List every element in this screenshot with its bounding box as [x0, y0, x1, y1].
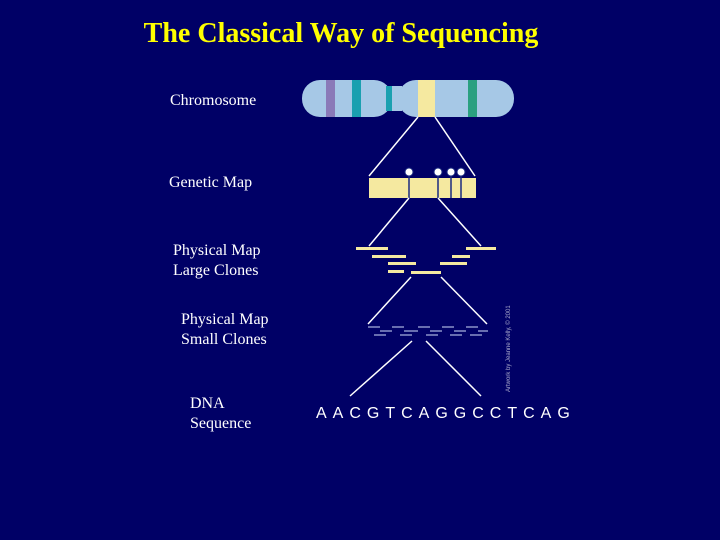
small-clones: [368, 326, 488, 336]
clone: [372, 255, 406, 258]
chromosome-right-arm: [398, 80, 514, 117]
page-title: The Classical Way of Sequencing: [143, 18, 539, 49]
clone: [388, 270, 404, 273]
dna-sequence-label: DNA Sequence: [190, 395, 252, 432]
clone: [411, 271, 441, 274]
marker-head: [404, 167, 414, 177]
chromosome-label: Chromosome: [170, 92, 257, 109]
zoom-line: [437, 197, 482, 247]
band-green: [468, 80, 477, 117]
zoom-line: [349, 340, 413, 397]
band-yellow: [418, 80, 435, 117]
large-clones: [356, 247, 496, 274]
zoom-line: [440, 276, 488, 325]
band-teal-centromere: [386, 86, 392, 111]
zoom-line: [367, 276, 412, 325]
band-teal: [352, 80, 361, 117]
clone: [440, 262, 467, 265]
clone: [452, 255, 470, 258]
chromosome-left-arm: [302, 80, 392, 117]
dna-sequence: AACGTCAGGCCTCAG: [316, 405, 576, 422]
band-purple: [326, 80, 335, 117]
clone: [356, 247, 388, 250]
clone: [466, 247, 496, 250]
zoom-line: [368, 197, 410, 247]
physical-map-large-label: Physical Map Large Clones: [173, 242, 261, 279]
genetic-map: [369, 167, 476, 198]
clone: [388, 262, 416, 265]
physical-map-small-label: Physical Map Small Clones: [181, 311, 269, 348]
marker-head: [446, 167, 456, 177]
genetic-map-label: Genetic Map: [169, 174, 253, 191]
zoom-line: [368, 116, 419, 177]
zoom-line: [434, 116, 476, 177]
marker-head: [456, 167, 466, 177]
chromosome: [302, 80, 514, 117]
zoom-line: [425, 340, 482, 397]
marker-head: [433, 167, 443, 177]
genetic-map-bar: [369, 178, 476, 198]
